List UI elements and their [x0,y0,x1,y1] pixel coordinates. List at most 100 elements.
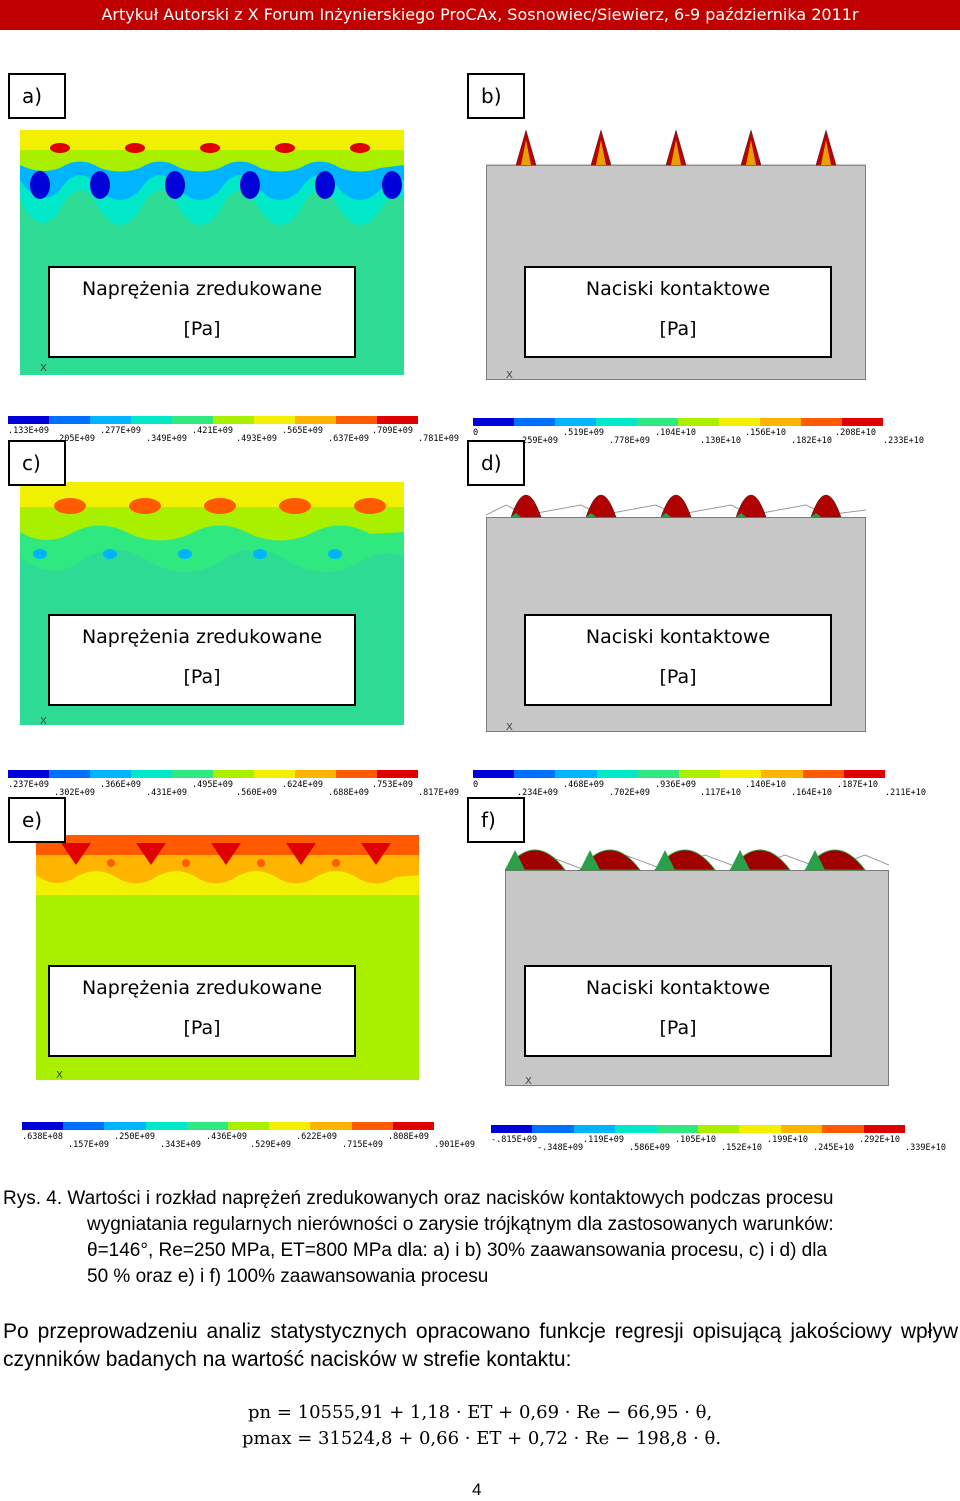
legend-swatch [719,418,760,426]
legend-swatch [760,418,801,426]
legend-swatch [336,416,377,424]
legend-tick: .339E+10 [905,1143,946,1153]
panel-caption-d: Naciski kontaktowe [Pa] [524,614,832,706]
caption-title-b: Naciski kontaktowe [585,278,771,300]
legend-swatch [637,418,678,426]
legend-swatch [254,770,295,778]
body-paragraph: Po przeprowadzeniu analiz statystycznych… [3,1320,958,1371]
legend-tick: .130E+10 [700,436,741,446]
legend-swatch [637,770,680,778]
legend-tick: .421E+09 [192,426,233,436]
legend-tick: .702E+09 [609,788,650,798]
legend-tick: .808E+09 [388,1132,429,1142]
legend-swatch [295,770,336,778]
legend-swatch [822,1125,864,1133]
figure-caption-line4: 50 % oraz e) i f) 100% zaawansowania pro… [87,1266,489,1287]
legend-swatch [254,416,295,424]
page-header: Artykuł Autorski z X Forum Inżynierskieg… [0,0,960,30]
figure-caption-line1: Rys. 4. Wartości i rozkład naprężeń zred… [3,1188,834,1209]
caption-title-c: Naprężenia zredukowane [81,626,323,648]
legend-tick: .245E+10 [813,1143,854,1153]
legend-tick: .366E+09 [100,780,141,790]
panel-caption-b: Naciski kontaktowe [Pa] [524,266,832,358]
legend-swatch [213,770,254,778]
legend-tick: .156E+10 [745,428,786,438]
legend-tick: 0 [473,780,479,790]
legend-swatch [761,770,803,778]
legend-swatch [186,1122,229,1130]
legend-tick: .817E+09 [418,788,459,798]
legend-tick: .565E+09 [282,426,323,436]
caption-unit-e: [Pa] [183,1017,221,1039]
legend-swatch [720,770,762,778]
legend-swatch [491,1125,533,1133]
panel-caption-c: Naprężenia zredukowane [Pa] [48,614,356,706]
legend-tick: .936E+09 [655,780,696,790]
legend-swatch [49,770,90,778]
legend-swatch [351,1122,393,1130]
legend-color-bar-b [473,418,883,426]
legend-tick: .302E+09 [54,788,95,798]
legend-tick: .622E+09 [296,1132,337,1142]
legend-swatch [678,418,719,426]
legend-b: 0 .259E+09 .519E+09 .778E+09 .104E+10 .1… [473,418,924,458]
legend-swatch [49,416,90,424]
panel-label-e: e) [8,797,66,843]
legend-swatch [656,1125,699,1133]
legend-color-bar-c [8,770,418,778]
panel-caption-f: Naciski kontaktowe [Pa] [524,965,832,1057]
caption-title-a: Naprężenia zredukowane [81,278,323,300]
legend-e: .638E+08 .157E+09 .250E+09 .343E+09 .436… [22,1122,475,1162]
equation-2: pmax = 31524,8 + 0,66 · ET + 0,72 · Re −… [242,1428,722,1449]
legend-tick: .901E+09 [434,1140,475,1150]
legend-swatch [131,416,172,424]
page-number: 4 [472,1480,482,1499]
stress-contour-a [20,130,404,375]
legend-d: 0 .234E+09 .468E+09 .702E+09 .936E+09 .1… [473,770,926,810]
legend-tick: .259E+09 [517,436,558,446]
legend-swatch [172,416,213,424]
legend-tick: .638E+08 [22,1132,63,1142]
legend-tick: .199E+10 [767,1135,808,1145]
caption-unit-c: [Pa] [183,666,221,688]
legend-swatch [615,1125,657,1133]
legend-swatch [90,770,131,778]
legend-tick: -.815E+09 [491,1135,538,1145]
legend-tick: .182E+10 [791,436,832,446]
contact-peaks-f [505,849,889,871]
caption-title-e: Naprężenia zredukowane [81,977,323,999]
legend-c: .237E+09 .302E+09 .366E+09 .431E+09 .495… [8,770,459,810]
legend-tick: .493E+09 [236,434,277,444]
legend-tick: .205E+09 [54,434,95,444]
legend-swatch [679,770,721,778]
legend-tick: .164E+10 [791,788,832,798]
legend-swatch [843,770,886,778]
figure-caption-line2: wygniatania regularnych nierówności o za… [87,1214,834,1235]
caption-unit-b: [Pa] [659,318,697,340]
legend-swatch [698,1125,740,1133]
legend-tick: .431E+09 [146,788,187,798]
legend-tick: .436E+09 [206,1132,247,1142]
legend-tick: 0 [473,428,479,438]
legend-tick: .237E+09 [8,780,49,790]
legend-swatch [473,418,514,426]
legend-tick: -.348E+09 [537,1143,584,1153]
caption-title-f: Naciski kontaktowe [585,977,771,999]
legend-swatch [22,1122,64,1130]
legend-tick: .495E+09 [192,780,233,790]
legend-tick: .250E+09 [114,1132,155,1142]
stress-plot-a [20,130,404,375]
legend-tick: .152E+10 [721,1143,762,1153]
legend-tick: .560E+09 [236,788,277,798]
legend-tick: .277E+09 [100,426,141,436]
caption-unit-a: [Pa] [183,318,221,340]
panel-caption-a: Naprężenia zredukowane [Pa] [48,266,356,358]
legend-swatch [172,770,213,778]
legend-tick: .187E+10 [837,780,878,790]
legend-tick: .208E+10 [835,428,876,438]
legend-swatch [145,1122,187,1130]
legend-tick: .104E+10 [655,428,696,438]
legend-tick: .715E+09 [342,1140,383,1150]
legend-tick: .753E+09 [372,780,413,790]
legend-tick: .529E+09 [250,1140,291,1150]
